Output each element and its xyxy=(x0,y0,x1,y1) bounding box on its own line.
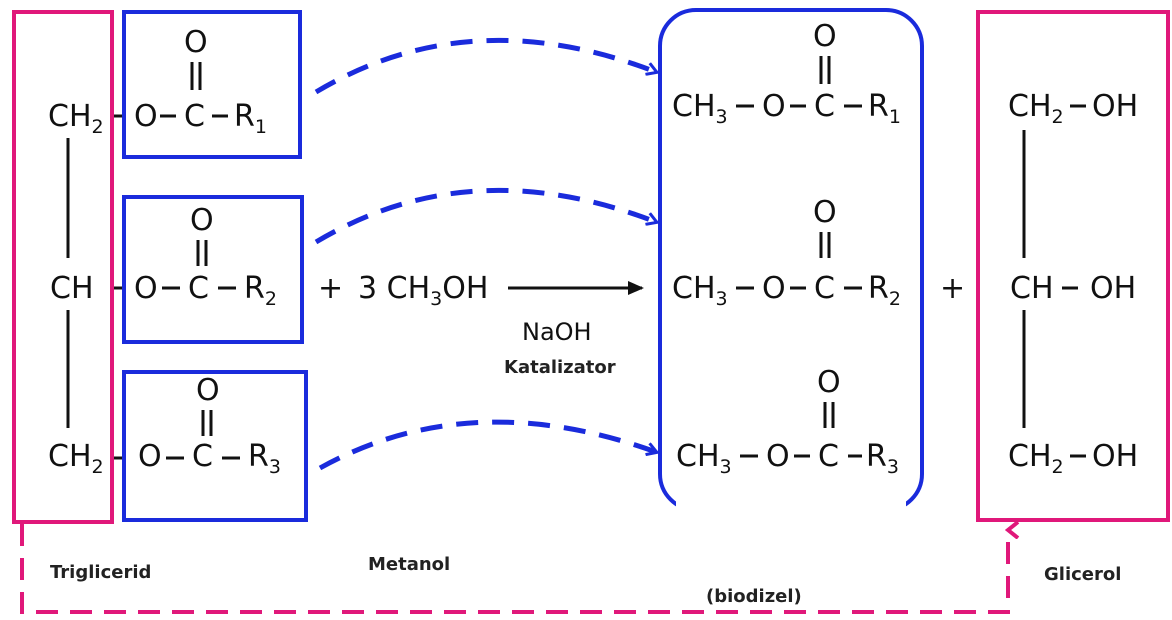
svg-text:O: O xyxy=(196,373,220,408)
svg-text:C: C xyxy=(818,439,839,474)
svg-text:O: O xyxy=(134,271,158,306)
svg-text:OH: OH xyxy=(1090,271,1136,306)
triglyceride-box xyxy=(12,10,114,524)
tri-ch-mid: CH xyxy=(50,271,94,306)
ester-group-1: O O C R1 xyxy=(122,10,302,159)
svg-text:O: O xyxy=(813,195,837,230)
svg-text:R1: R1 xyxy=(868,89,901,128)
svg-text:CH3: CH3 xyxy=(676,439,732,478)
product-plus: + xyxy=(940,271,965,306)
reagent-plus: + xyxy=(318,271,343,306)
svg-text:O: O xyxy=(138,439,162,474)
svg-text:R3: R3 xyxy=(248,439,281,478)
triglyceride-label: Triglicerid xyxy=(50,562,151,583)
svg-text:O: O xyxy=(762,89,786,124)
transfer-arrow-1 xyxy=(314,37,656,95)
tri-ch2-bot: CH2 xyxy=(48,439,104,478)
methyl-ester-1: O CH3 O C R1 xyxy=(672,19,901,128)
svg-text:R2: R2 xyxy=(244,271,277,310)
gly-ch2-top: CH2 xyxy=(1008,89,1064,128)
svg-text:C: C xyxy=(184,99,205,134)
catalyst-name: NaOH xyxy=(522,318,592,346)
svg-text:R1: R1 xyxy=(234,99,267,138)
glycerol-box xyxy=(976,10,1170,522)
svg-text:OH: OH xyxy=(1092,89,1138,124)
tri-ch2-top: CH2 xyxy=(48,99,104,138)
svg-text:O: O xyxy=(184,25,208,60)
svg-text:C: C xyxy=(188,271,209,306)
biodiesel-label: (biodizel) xyxy=(706,586,802,607)
methyl-ester-3: O CH3 O C R3 xyxy=(676,365,899,478)
gly-ch-mid: CH xyxy=(1010,271,1054,306)
methanol-formula: 3 CH3OH xyxy=(358,271,488,310)
biodiesel-box xyxy=(658,8,924,512)
svg-text:C: C xyxy=(814,89,835,124)
catalyst-label: Katalizator xyxy=(504,357,616,378)
methyl-ester-2: O CH3 O C R2 xyxy=(672,195,901,310)
svg-text:OH: OH xyxy=(1092,439,1138,474)
svg-text:R2: R2 xyxy=(868,271,901,310)
gly-ch2-bot: CH2 xyxy=(1008,439,1064,478)
ester-group-3: O O C R3 xyxy=(122,370,308,522)
svg-text:CH3: CH3 xyxy=(672,89,728,128)
glycerol-transfer-arrow xyxy=(20,524,1008,614)
glycerol-label: Glicerol xyxy=(1044,564,1121,585)
svg-text:O: O xyxy=(817,365,841,400)
svg-text:O: O xyxy=(766,439,790,474)
svg-text:O: O xyxy=(134,99,158,134)
svg-text:O: O xyxy=(813,19,837,54)
svg-text:O: O xyxy=(190,203,214,238)
ester-group-2: O O C R2 xyxy=(122,195,304,344)
svg-text:C: C xyxy=(192,439,213,474)
methanol-label: Metanol xyxy=(368,554,450,575)
transfer-arrow-2 xyxy=(314,187,656,245)
transfer-arrow-3 xyxy=(318,419,656,471)
svg-text:C: C xyxy=(814,271,835,306)
svg-text:CH3: CH3 xyxy=(672,271,728,310)
svg-text:R3: R3 xyxy=(866,439,899,478)
svg-text:O: O xyxy=(762,271,786,306)
